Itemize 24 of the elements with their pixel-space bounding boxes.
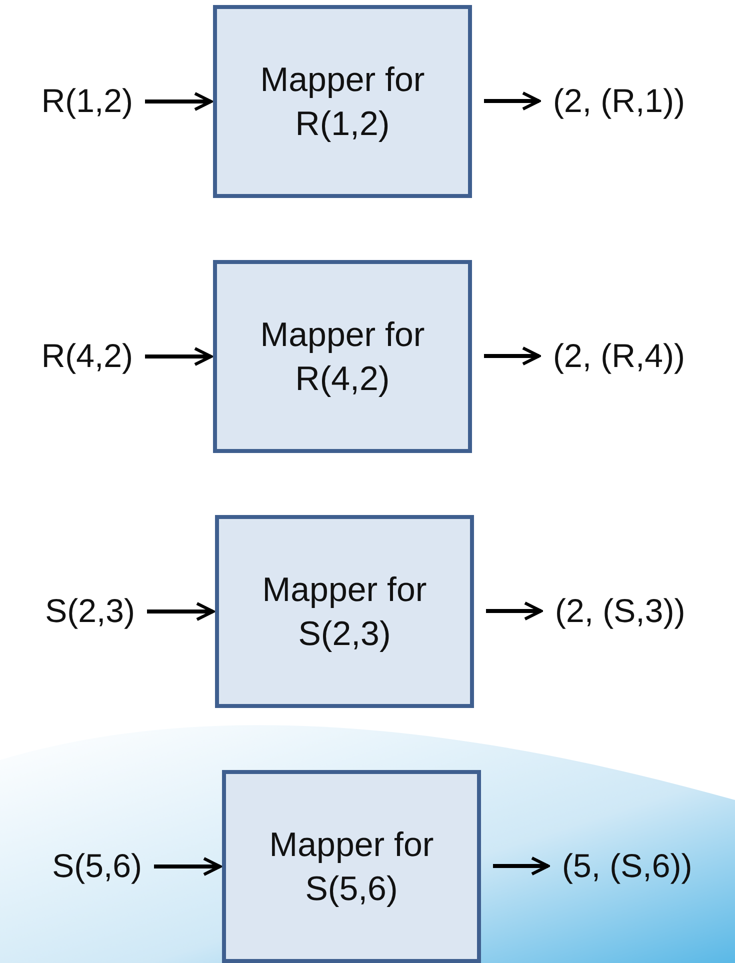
arrow	[145, 346, 213, 366]
box-label: Mapper for R(4,2)	[259, 314, 426, 400]
box-label: Mapper for S(2,3)	[261, 570, 428, 654]
box-label: Mapper for R(1,2)	[259, 60, 426, 144]
mapper-box	[213, 5, 472, 198]
output-label: (2, (R,1))	[553, 81, 685, 121]
arrow	[484, 346, 541, 366]
arrow	[486, 601, 543, 621]
arrow	[147, 602, 215, 622]
mapper-box	[213, 260, 472, 453]
arrow	[145, 92, 213, 112]
mapper-box	[222, 770, 481, 963]
input-label: S(5,6)	[52, 846, 142, 886]
output-label: (2, (S,3))	[555, 591, 686, 631]
input-label: R(1,2)	[41, 81, 133, 121]
arrow	[154, 856, 222, 876]
arrow	[484, 91, 541, 111]
output-label: (5, (S,6))	[562, 846, 692, 886]
input-label: R(4,2)	[41, 336, 133, 376]
arrow	[493, 856, 550, 876]
input-label: S(2,3)	[45, 591, 135, 631]
box-label: Mapper for S(5,6)	[268, 824, 435, 910]
mapper-box	[215, 515, 474, 708]
output-label: (2, (R,4))	[553, 336, 685, 376]
